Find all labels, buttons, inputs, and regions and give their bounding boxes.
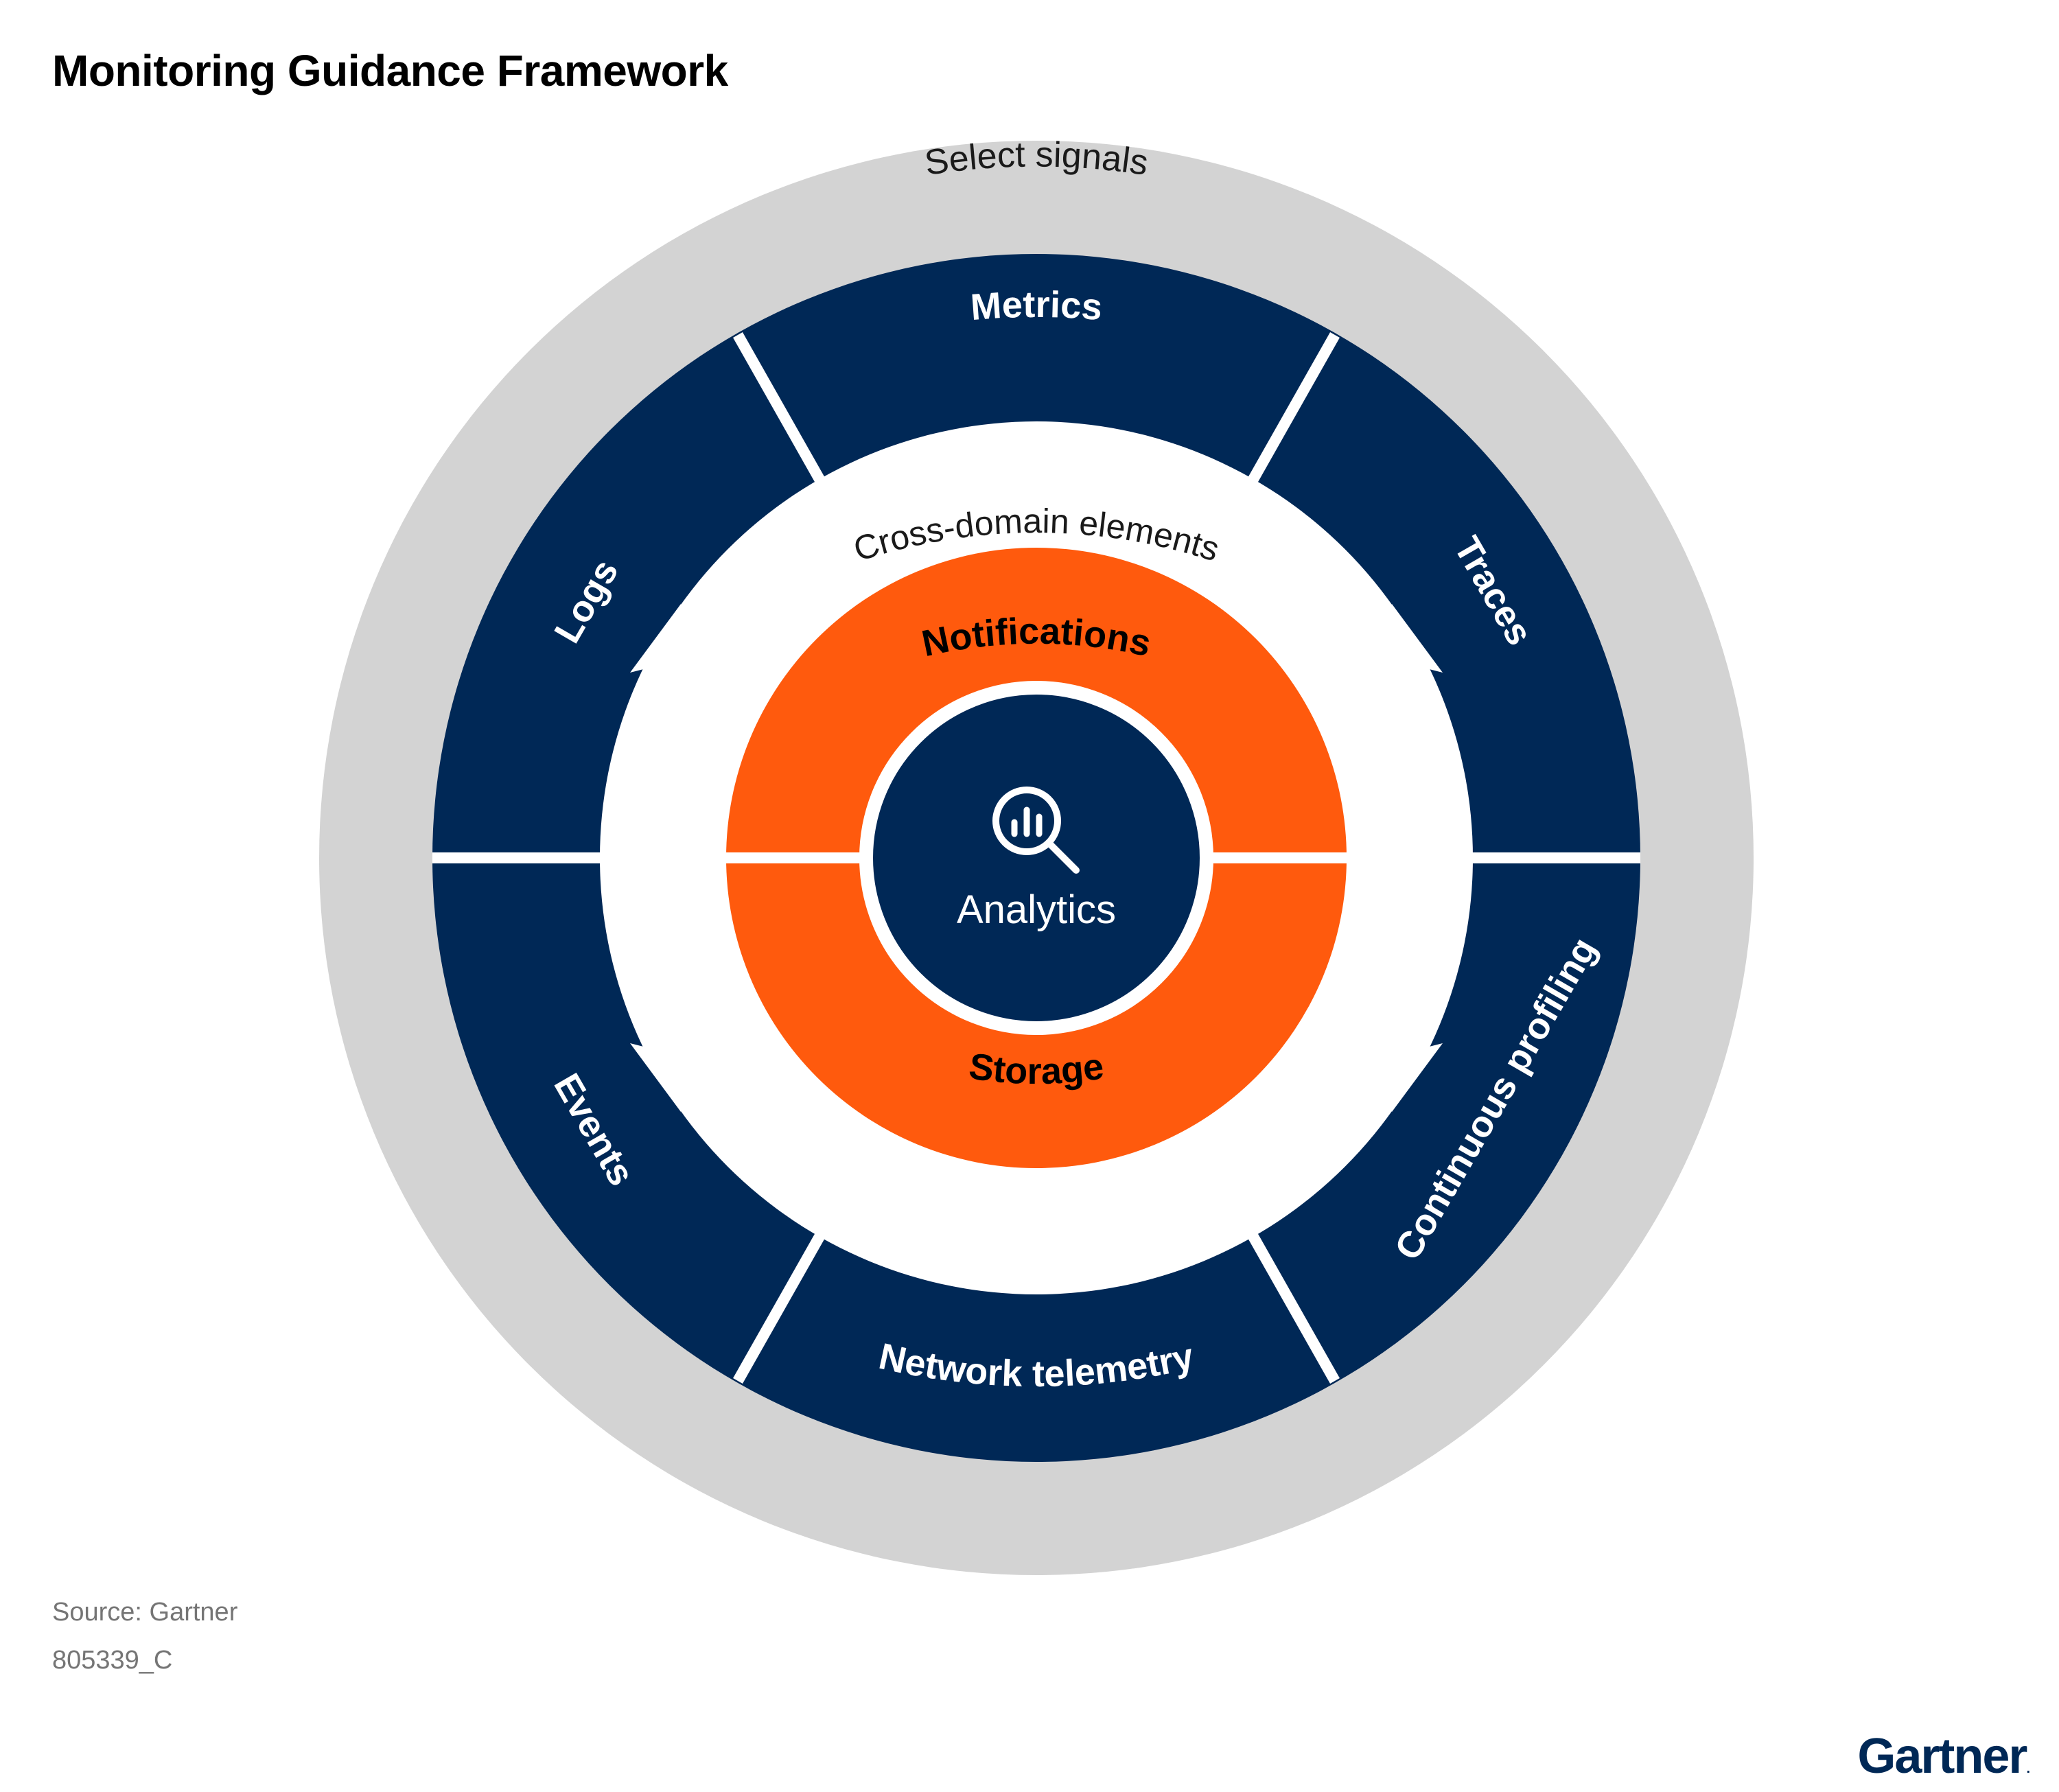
magnifier-chart-icon (992, 787, 1080, 874)
analytics-circle (859, 681, 1213, 1035)
signal-label-metrics: Metrics (969, 284, 1104, 328)
gartner-logo: Gartner. (1857, 1728, 2029, 1784)
storage-label: Storage (966, 1045, 1106, 1092)
gear-notch-top (995, 429, 1078, 460)
gear-notch-upper-left (630, 604, 697, 673)
gear-notch-bottom (995, 1256, 1078, 1288)
gear-notch-lower-right (1375, 1043, 1443, 1112)
logo-text: Gartner (1857, 1729, 2027, 1784)
segment-separator (1248, 332, 1340, 483)
gear-notch-lower-left (630, 1043, 697, 1112)
segment-separator (733, 1233, 825, 1384)
gear-notch-upper-right (1375, 604, 1443, 673)
analytics-label: Analytics (957, 887, 1116, 932)
document-id: 805339_C (52, 1646, 173, 1675)
segment-separator (733, 332, 825, 483)
source-note: Source: Gartner (52, 1598, 238, 1627)
logo-dot: . (2026, 1761, 2029, 1776)
segment-separator (1248, 1233, 1340, 1384)
page-title: Monitoring Guidance Framework (52, 46, 728, 95)
